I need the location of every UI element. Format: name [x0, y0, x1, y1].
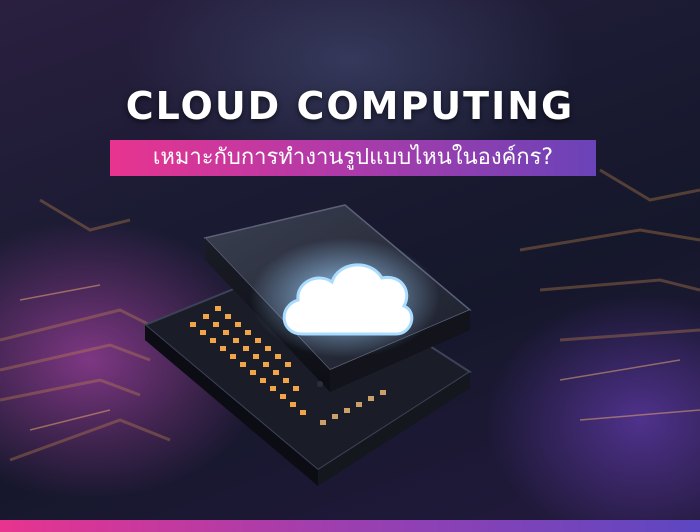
circuit-highlights [19, 284, 700, 431]
accent-bar [0, 520, 700, 532]
subtitle-banner: เหมาะกับการทำงานรูปแบบไหนในองค์กร? [110, 140, 596, 176]
cloud-icon [250, 238, 440, 358]
circuit-traces [0, 168, 700, 462]
headline: CLOUD COMPUTING [125, 84, 575, 128]
